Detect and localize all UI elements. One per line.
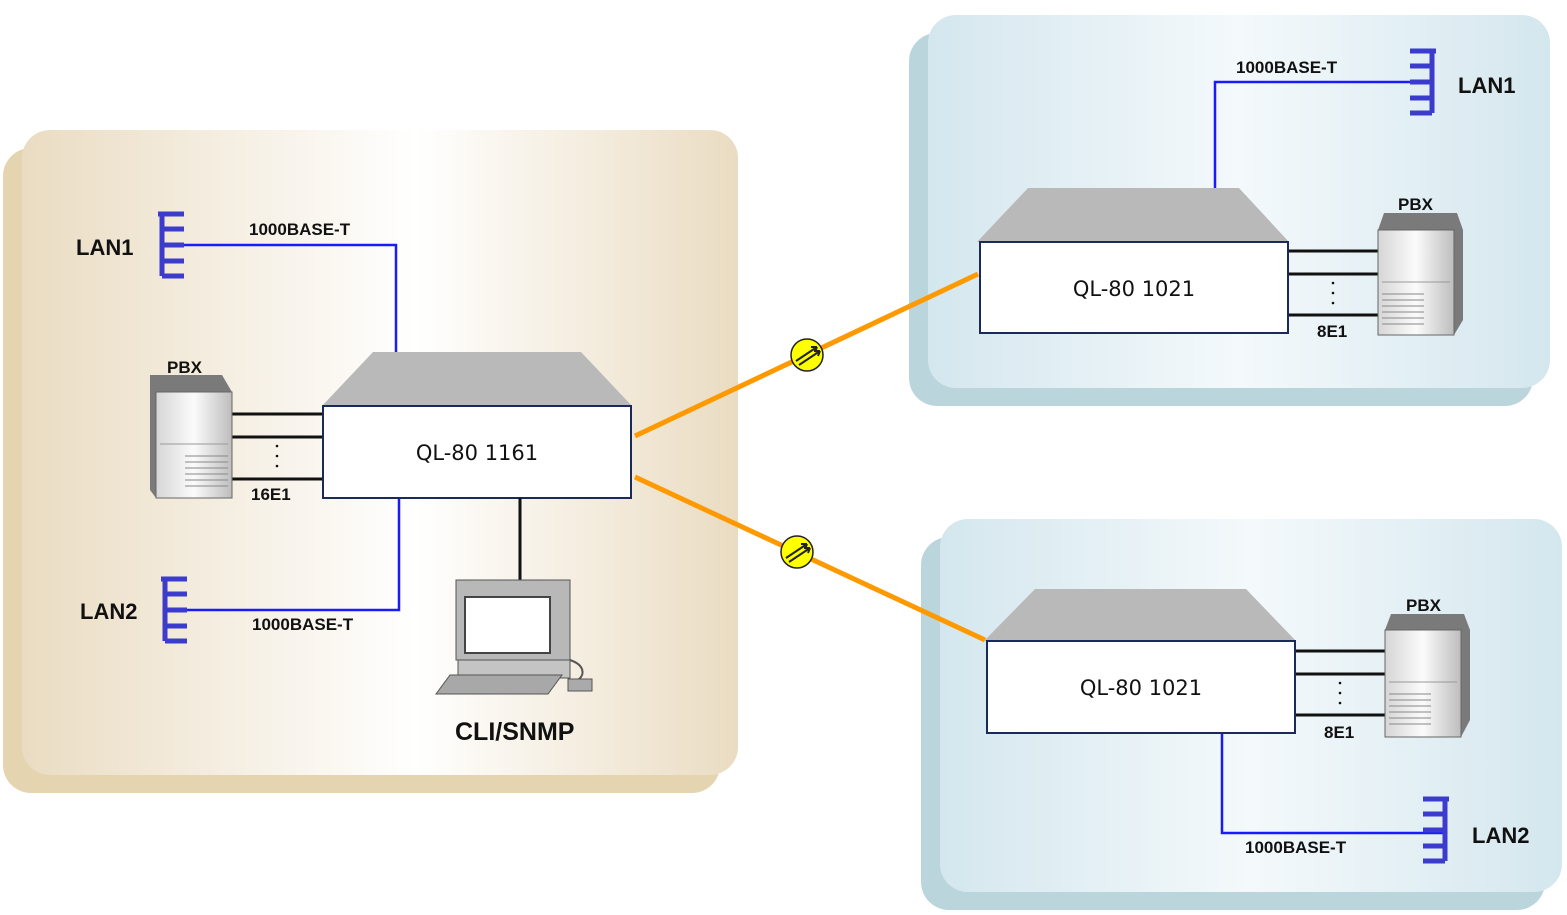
site-b-device <box>977 188 1289 334</box>
site-b-lan-link-label: 1000BASE-T <box>1236 58 1338 77</box>
pbx-server-icon <box>1384 614 1470 738</box>
lan1-line <box>165 243 398 352</box>
site-c-lan-label: LAN2 <box>1472 823 1529 848</box>
site-a-lan2-link-label: 1000BASE-T <box>252 615 354 634</box>
site-a-pbx-label: PBX <box>167 358 203 377</box>
site-b-e1-dots <box>1331 281 1335 305</box>
site-c-e1-label: 8E1 <box>1324 723 1354 742</box>
site-a-lan2-label: LAN2 <box>80 599 137 624</box>
site-a-device <box>322 352 632 499</box>
pbx-server-icon <box>150 375 233 499</box>
site-a-e1-dots <box>275 444 279 468</box>
site-a-e1-label: 16E1 <box>251 485 291 504</box>
site-b-lan-line <box>1213 80 1432 197</box>
site-a-lan1-label: LAN1 <box>76 235 133 260</box>
site-c-device <box>984 589 1296 734</box>
pbx-server-icon <box>1377 213 1463 336</box>
fiber-link-icon <box>790 338 824 372</box>
site-b-e1-label: 8E1 <box>1317 322 1347 341</box>
site-c-pbx-label: PBX <box>1406 596 1442 615</box>
site-a-e1-lines <box>230 412 322 481</box>
site-a-device-label: QL-80 1161 <box>416 441 538 465</box>
site-c-lan-line <box>1220 733 1445 835</box>
lan2-line <box>165 498 401 612</box>
site-b-e1-lines <box>1289 249 1378 317</box>
site-c-lan-link-label: 1000BASE-T <box>1245 838 1347 857</box>
fiber-link-icon <box>780 535 814 569</box>
site-b-pbx-label: PBX <box>1398 195 1434 214</box>
site-c-e1-lines <box>1296 649 1385 717</box>
computer-terminal-icon <box>435 579 593 695</box>
site-b-lan-label: LAN1 <box>1458 73 1515 98</box>
site-a-lan1-link-label: 1000BASE-T <box>249 220 351 239</box>
site-b-device-label: QL-80 1021 <box>1073 277 1195 301</box>
site-c-e1-dots <box>1338 681 1342 705</box>
mgmt-label: CLI/SNMP <box>455 718 574 746</box>
site-c-device-label: QL-80 1021 <box>1080 676 1202 700</box>
